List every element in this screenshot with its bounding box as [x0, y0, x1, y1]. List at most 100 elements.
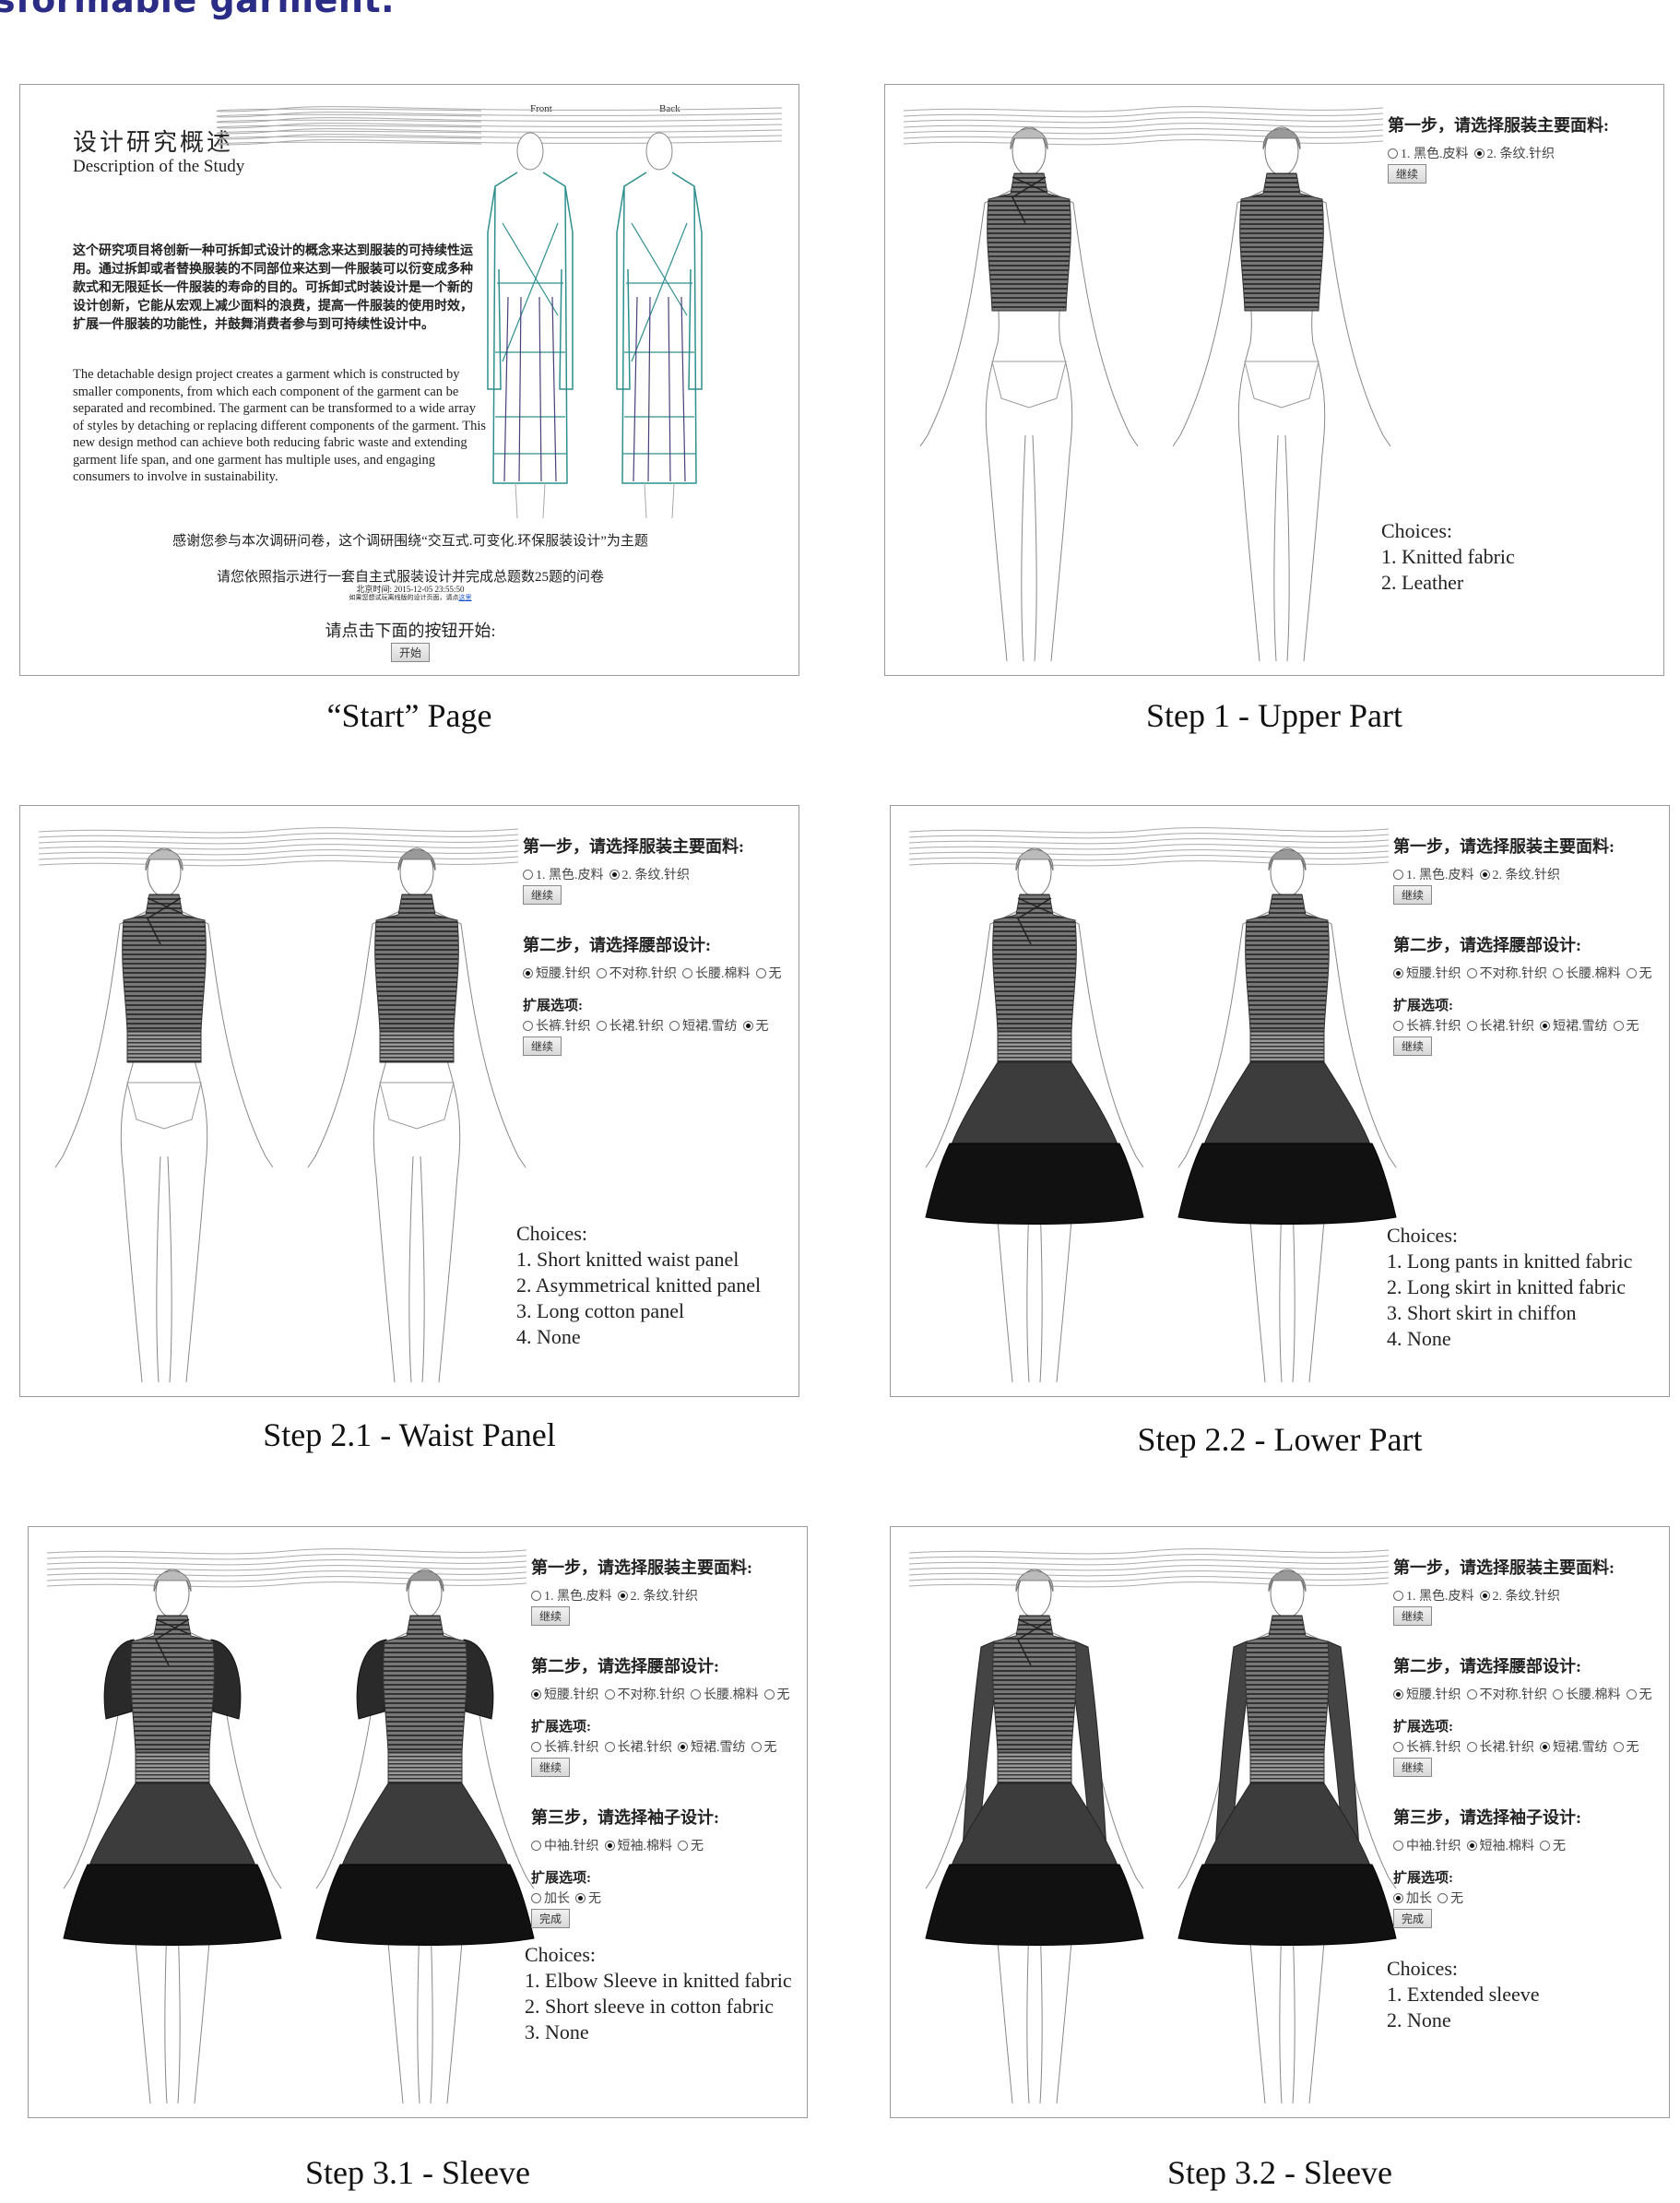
continue-button[interactable]: 继续 — [1393, 1606, 1433, 1626]
radio-option[interactable]: 短腰.针织 — [1393, 1688, 1461, 1702]
radio-button[interactable] — [691, 1689, 701, 1700]
radio-button[interactable] — [1466, 968, 1477, 978]
radio-button[interactable] — [755, 968, 766, 978]
radio-option[interactable]: 无 — [763, 1688, 790, 1702]
radio-option[interactable]: 中袖.针织 — [531, 1840, 599, 1854]
radio-button[interactable] — [1473, 148, 1485, 159]
finish-button[interactable]: 完成 — [531, 1909, 571, 1928]
continue-button[interactable]: 继续 — [1393, 1758, 1433, 1777]
radio-option[interactable]: 长裤.针织 — [523, 1020, 591, 1034]
radio-option[interactable]: 短裙.雪纺 — [669, 1020, 738, 1034]
radio-button[interactable] — [531, 1893, 541, 1903]
radio-option[interactable]: 加长 — [1393, 1892, 1432, 1906]
radio-button[interactable] — [1466, 1689, 1477, 1700]
radio-option[interactable]: 长裙.针织 — [604, 1741, 672, 1755]
continue-button[interactable]: 继续 — [531, 1606, 571, 1626]
radio-button[interactable] — [1540, 1021, 1550, 1031]
radio-option[interactable]: 长裙.针织 — [1466, 1020, 1534, 1034]
radio-button[interactable] — [1466, 1021, 1477, 1031]
radio-button[interactable] — [669, 1021, 680, 1031]
radio-option[interactable]: 1. 黑色.皮料 — [1393, 869, 1474, 882]
radio-option[interactable]: 不对称.针织 — [1466, 1688, 1547, 1702]
radio-button[interactable] — [1437, 1893, 1448, 1903]
radio-button[interactable] — [1393, 1893, 1403, 1903]
radio-option[interactable]: 无 — [1613, 1741, 1639, 1755]
radio-button[interactable] — [1626, 1689, 1637, 1700]
radio-option[interactable]: 短裙.雪纺 — [678, 1741, 746, 1755]
radio-button[interactable] — [1613, 1021, 1624, 1031]
radio-option[interactable]: 长裙.针织 — [1466, 1741, 1534, 1755]
radio-option[interactable]: 无 — [678, 1840, 704, 1854]
offline-link[interactable]: 这里 — [458, 594, 472, 601]
radio-option[interactable]: 中袖.针织 — [1393, 1840, 1461, 1854]
radio-option[interactable]: 不对称.针织 — [604, 1688, 685, 1702]
start-button[interactable]: 开始 — [390, 643, 430, 662]
radio-button[interactable] — [531, 1841, 541, 1851]
radio-option[interactable]: 不对称.针织 — [1466, 967, 1547, 981]
radio-option[interactable]: 2. 条纹.针织 — [1479, 869, 1560, 882]
continue-button[interactable]: 继续 — [523, 885, 562, 905]
radio-option[interactable]: 长腰.棉料 — [1553, 967, 1621, 981]
radio-button[interactable] — [1393, 1689, 1403, 1700]
radio-option[interactable]: 无 — [1437, 1892, 1463, 1906]
radio-button[interactable] — [1393, 870, 1403, 880]
finish-button[interactable]: 完成 — [1393, 1909, 1433, 1928]
radio-option[interactable]: 2. 条纹.针织 — [1479, 1590, 1560, 1604]
continue-button[interactable]: 继续 — [523, 1036, 562, 1056]
radio-button[interactable] — [596, 968, 607, 978]
radio-option[interactable]: 长裤.针织 — [1393, 1741, 1461, 1755]
radio-option[interactable]: 无 — [1613, 1020, 1639, 1034]
radio-button[interactable] — [617, 1591, 628, 1601]
radio-option[interactable]: 长腰.棉料 — [691, 1688, 759, 1702]
radio-option[interactable]: 无 — [1540, 1840, 1566, 1854]
continue-button[interactable]: 继续 — [1393, 1036, 1433, 1056]
radio-button[interactable] — [1613, 1742, 1624, 1752]
radio-button[interactable] — [1393, 1021, 1403, 1031]
radio-button[interactable] — [682, 968, 692, 978]
radio-button[interactable] — [751, 1742, 762, 1752]
radio-button[interactable] — [523, 1021, 533, 1031]
radio-button[interactable] — [523, 870, 533, 880]
radio-button[interactable] — [1466, 1742, 1477, 1752]
radio-option[interactable]: 短袖.棉料 — [604, 1840, 672, 1854]
radio-button[interactable] — [1553, 1689, 1563, 1700]
radio-option[interactable]: 2. 条纹.针织 — [617, 1590, 698, 1604]
radio-option[interactable]: 短裙.雪纺 — [1540, 1741, 1608, 1755]
radio-button[interactable] — [575, 1893, 586, 1903]
radio-option[interactable]: 无 — [1626, 1688, 1652, 1702]
radio-button[interactable] — [1393, 1841, 1403, 1851]
radio-option[interactable]: 无 — [1626, 967, 1652, 981]
radio-button[interactable] — [609, 870, 620, 880]
radio-button[interactable] — [596, 1021, 607, 1031]
radio-button[interactable] — [1540, 1742, 1550, 1752]
radio-option[interactable]: 长腰.棉料 — [1553, 1688, 1621, 1702]
radio-button[interactable] — [1393, 1591, 1403, 1601]
radio-option[interactable]: 加长 — [531, 1892, 570, 1906]
radio-option[interactable]: 长裤.针织 — [531, 1741, 599, 1755]
radio-button[interactable] — [531, 1689, 541, 1700]
radio-option[interactable]: 短腰.针织 — [523, 967, 591, 981]
radio-button[interactable] — [1388, 148, 1398, 159]
radio-option[interactable]: 短腰.针织 — [1393, 967, 1461, 981]
radio-option[interactable]: 不对称.针织 — [596, 967, 677, 981]
continue-button[interactable]: 继续 — [1388, 164, 1427, 184]
radio-button[interactable] — [604, 1742, 615, 1752]
radio-option[interactable]: 无 — [742, 1020, 769, 1034]
radio-button[interactable] — [742, 1021, 753, 1031]
radio-option[interactable]: 无 — [575, 1892, 601, 1906]
radio-option[interactable]: 2. 条纹.针织 — [609, 869, 690, 882]
radio-option[interactable]: 1. 黑色.皮料 — [531, 1590, 612, 1604]
radio-button[interactable] — [531, 1742, 541, 1752]
radio-option[interactable]: 1. 黑色.皮料 — [523, 869, 604, 882]
radio-option[interactable]: 无 — [751, 1741, 777, 1755]
radio-button[interactable] — [1479, 870, 1490, 880]
radio-button[interactable] — [1540, 1841, 1550, 1851]
radio-option[interactable]: 长裙.针织 — [596, 1020, 664, 1034]
radio-button[interactable] — [531, 1591, 541, 1601]
continue-button[interactable]: 继续 — [531, 1758, 571, 1777]
radio-button[interactable] — [763, 1689, 775, 1700]
radio-button[interactable] — [678, 1841, 688, 1851]
radio-option[interactable]: 长裤.针织 — [1393, 1020, 1461, 1034]
radio-button[interactable] — [1466, 1841, 1477, 1851]
radio-button[interactable] — [604, 1841, 615, 1851]
